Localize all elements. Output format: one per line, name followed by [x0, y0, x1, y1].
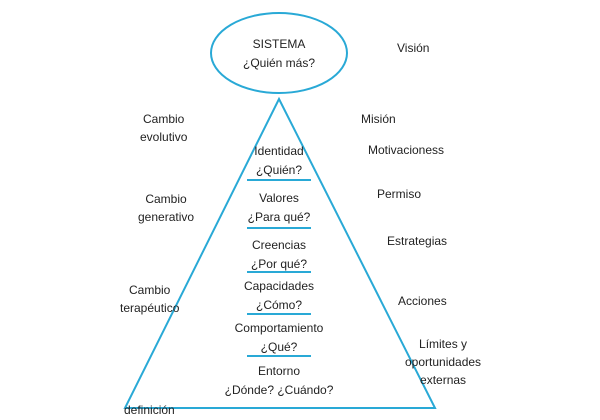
level-question: ¿Dónde? ¿Cuándo? [224, 383, 334, 397]
label-line: externas [420, 373, 467, 387]
label-cambio-evolutivo: Cambio evolutivo [140, 110, 187, 146]
level-creencias: Creencias ¿Por qué? [251, 236, 307, 274]
label-acciones: Acciones [398, 294, 447, 308]
pyramid-outline [123, 96, 437, 409]
level-question: ¿Cómo? [255, 298, 302, 312]
level-identidad: Identidad ¿Quién? [254, 142, 303, 180]
level-comportamiento: Comportamiento ¿Qué? [235, 319, 324, 357]
system-title: SISTEMA [252, 37, 306, 51]
label-line: Cambio [143, 112, 185, 126]
label-line: oportunidades [405, 355, 482, 369]
level-question: ¿Qué? [260, 340, 298, 354]
label-permiso: Permiso [377, 187, 422, 201]
level-question: ¿Para qué? [247, 210, 311, 224]
level-question: ¿Por qué? [250, 257, 308, 271]
system-ellipse [210, 12, 348, 94]
level-name: Comportamiento [234, 321, 324, 335]
level-question: ¿Quién? [255, 163, 303, 177]
system-question: ¿Quién más? [242, 56, 316, 70]
label-definicion: definición [124, 403, 175, 417]
label-line: evolutivo [140, 130, 188, 144]
level-name: Identidad [254, 144, 304, 158]
level-name: Entorno [257, 364, 301, 378]
level-entorno: Entorno ¿Dónde? ¿Cuándo? [225, 362, 334, 400]
label-estrategias: Estrategias [387, 234, 448, 248]
label-line: Cambio [145, 192, 187, 206]
label-line: terapéutico [120, 301, 180, 315]
level-name: Valores [259, 191, 299, 205]
level-valores: Valores ¿Para qué? [248, 189, 311, 227]
label-motivaciones: Motivacioness [368, 143, 445, 157]
label-cambio-generativo: Cambio generativo [138, 190, 194, 226]
label-mision: Misión [361, 112, 396, 126]
level-name: Creencias [251, 238, 307, 252]
system-node: SISTEMA ¿Quién más? [243, 35, 315, 73]
label-line: generativo [138, 210, 195, 224]
label-line: Límites y [419, 337, 468, 351]
label-limites: Límites y oportunidades externas [405, 335, 481, 389]
level-name: Capacidades [243, 279, 315, 293]
label-cambio-terapeutico: Cambio terapéutico [120, 281, 179, 317]
level-capacidades: Capacidades ¿Cómo? [244, 277, 314, 315]
label-vision: Visión [397, 41, 430, 55]
label-line: Cambio [129, 283, 171, 297]
